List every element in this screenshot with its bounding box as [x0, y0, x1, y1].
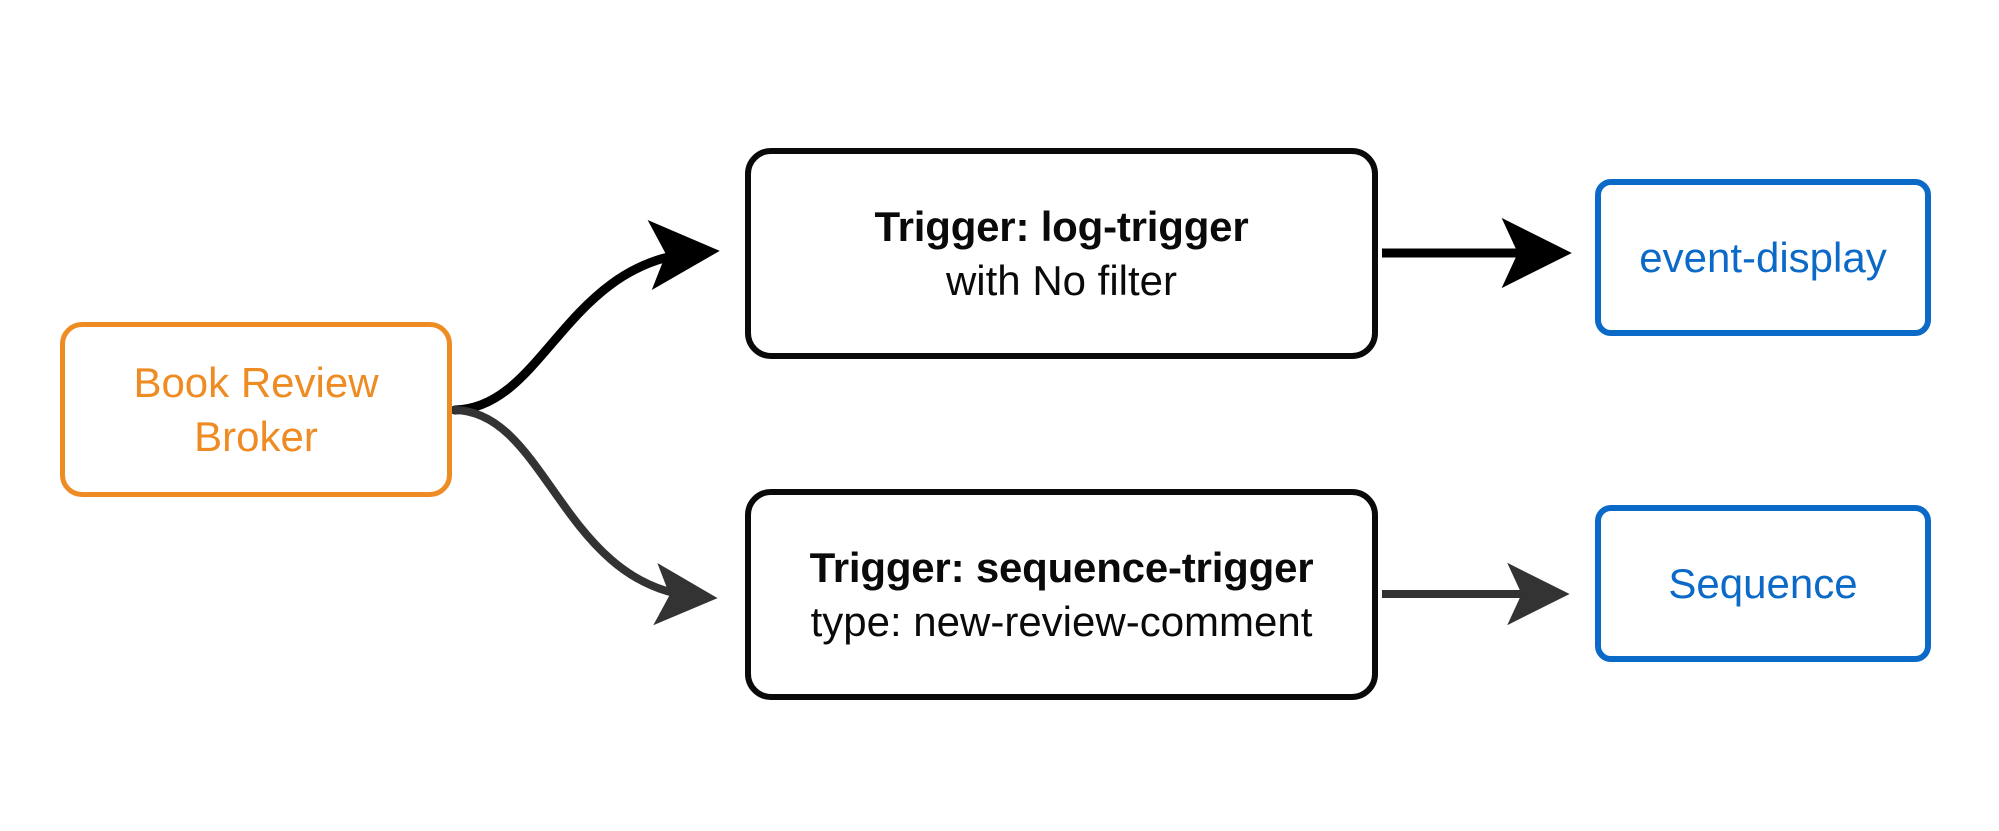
node-label: event-display — [1639, 233, 1887, 281]
trigger-title: Trigger: log-trigger — [874, 202, 1249, 250]
node-label-line-1: Book Review — [133, 358, 379, 406]
node-label-line-2: Broker — [194, 412, 318, 460]
trigger-subtitle: with No filter — [945, 256, 1178, 304]
node-sequence[interactable]: Sequence — [1595, 505, 1931, 662]
node-log-trigger[interactable]: Trigger: log-trigger with No filter — [745, 148, 1378, 359]
node-label: Sequence — [1668, 559, 1858, 607]
node-sequence-trigger[interactable]: Trigger: sequence-trigger type: new-revi… — [745, 489, 1378, 700]
edge-broker-to-sequence-trigger — [451, 406, 718, 626]
trigger-subtitle: type: new-review-comment — [810, 597, 1313, 645]
node-event-display[interactable]: event-display — [1595, 179, 1931, 336]
node-book-review-broker[interactable]: Book Review Broker — [60, 322, 452, 497]
edge-broker-to-log-trigger — [450, 219, 720, 415]
trigger-title: Trigger: sequence-trigger — [809, 543, 1314, 591]
